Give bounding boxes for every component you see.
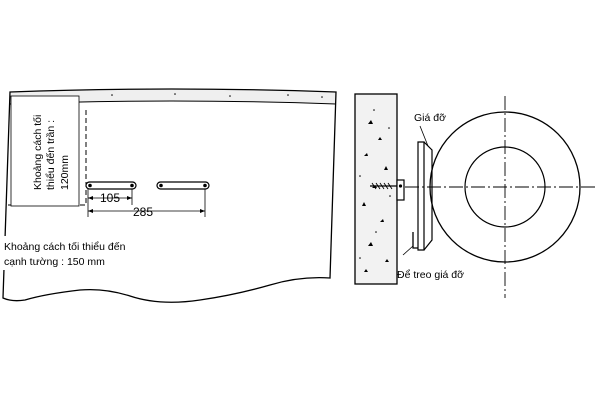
- bracket-hanger: [402, 232, 418, 256]
- wall-label-line1: Khoảng cách tối thiểu đến: [4, 241, 126, 253]
- mounting-rail-right: [156, 181, 210, 190]
- ceiling-label-line2: thiểu đến trần :: [45, 120, 57, 190]
- wall-panel: Khoảng cách tối thiểu đến trần : 120mm K…: [2, 88, 337, 303]
- ceiling-band: [10, 89, 336, 104]
- dimension-105: 105: [87, 189, 133, 217]
- concrete-aggregate: [359, 109, 391, 272]
- mounting-rail-left: [85, 181, 137, 190]
- dimension-105-label: 105: [100, 191, 120, 205]
- front-view: [405, 96, 598, 298]
- screw-anchor: [370, 179, 405, 201]
- ceiling-label-box: [10, 95, 80, 207]
- ceiling-label-line1: Khoảng cách tối: [32, 115, 44, 190]
- hanger-label: Để treo giá đỡ: [397, 269, 464, 281]
- wall-outline: [2, 88, 337, 303]
- wall-label-box: [2, 236, 138, 270]
- ceiling-label-line3: 120mm: [59, 155, 71, 190]
- bracket-label: Giá đỡ: [414, 112, 446, 124]
- dimension-285-label: 285: [133, 205, 153, 219]
- wall-label-line2: cạnh tường : 150 mm: [4, 256, 105, 268]
- bracket-plate: [417, 125, 433, 251]
- dimension-285: 285: [88, 189, 206, 219]
- wall-section: Giá đỡ Để treo giá đỡ: [354, 93, 464, 285]
